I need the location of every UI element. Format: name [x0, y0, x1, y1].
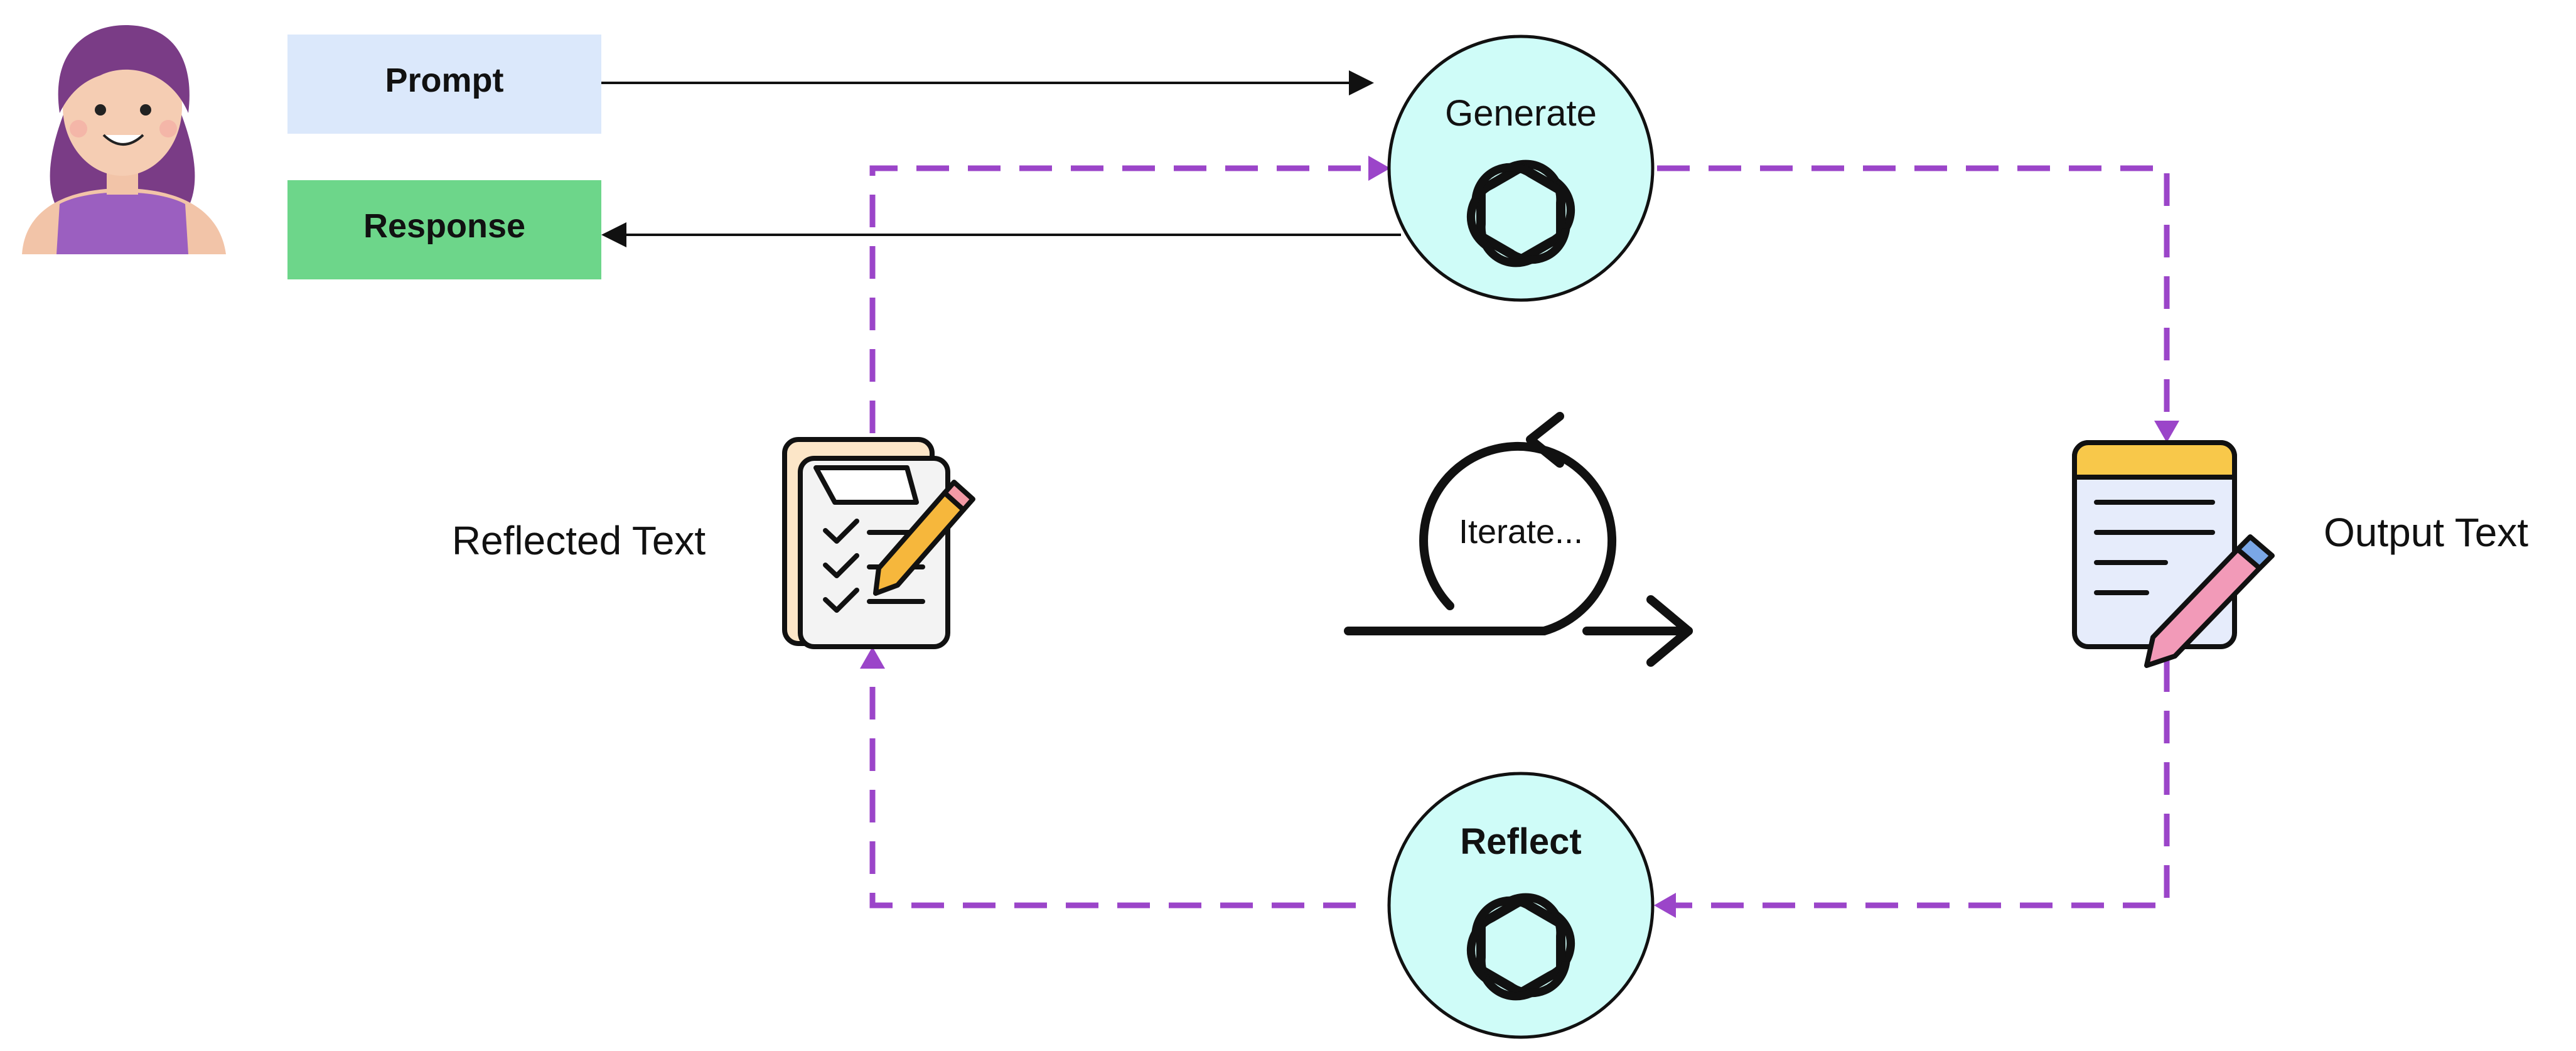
response-label: Response [363, 207, 525, 245]
reflected-text-label: Reflected Text [452, 518, 706, 563]
reflect-node: Reflect [1387, 772, 1655, 1039]
generate-node: Generate [1387, 35, 1655, 302]
user-avatar-icon [22, 25, 226, 254]
iterate-cycle-icon [1344, 412, 1693, 667]
prompt-label: Prompt [385, 62, 504, 99]
generate-label: Generate [1445, 93, 1597, 134]
output-text-label: Output Text [2324, 510, 2528, 555]
reflect-label: Reflect [1460, 821, 1581, 862]
checklist-document-icon [782, 437, 975, 649]
document-with-pencil-icon [2072, 440, 2275, 668]
iterate-label: Iterate... [1459, 513, 1583, 551]
reflection-loop-path [869, 165, 2170, 908]
loop-arrowheads [860, 156, 2179, 918]
response-box: Response [287, 180, 601, 279]
prompt-box: Prompt [287, 35, 601, 134]
